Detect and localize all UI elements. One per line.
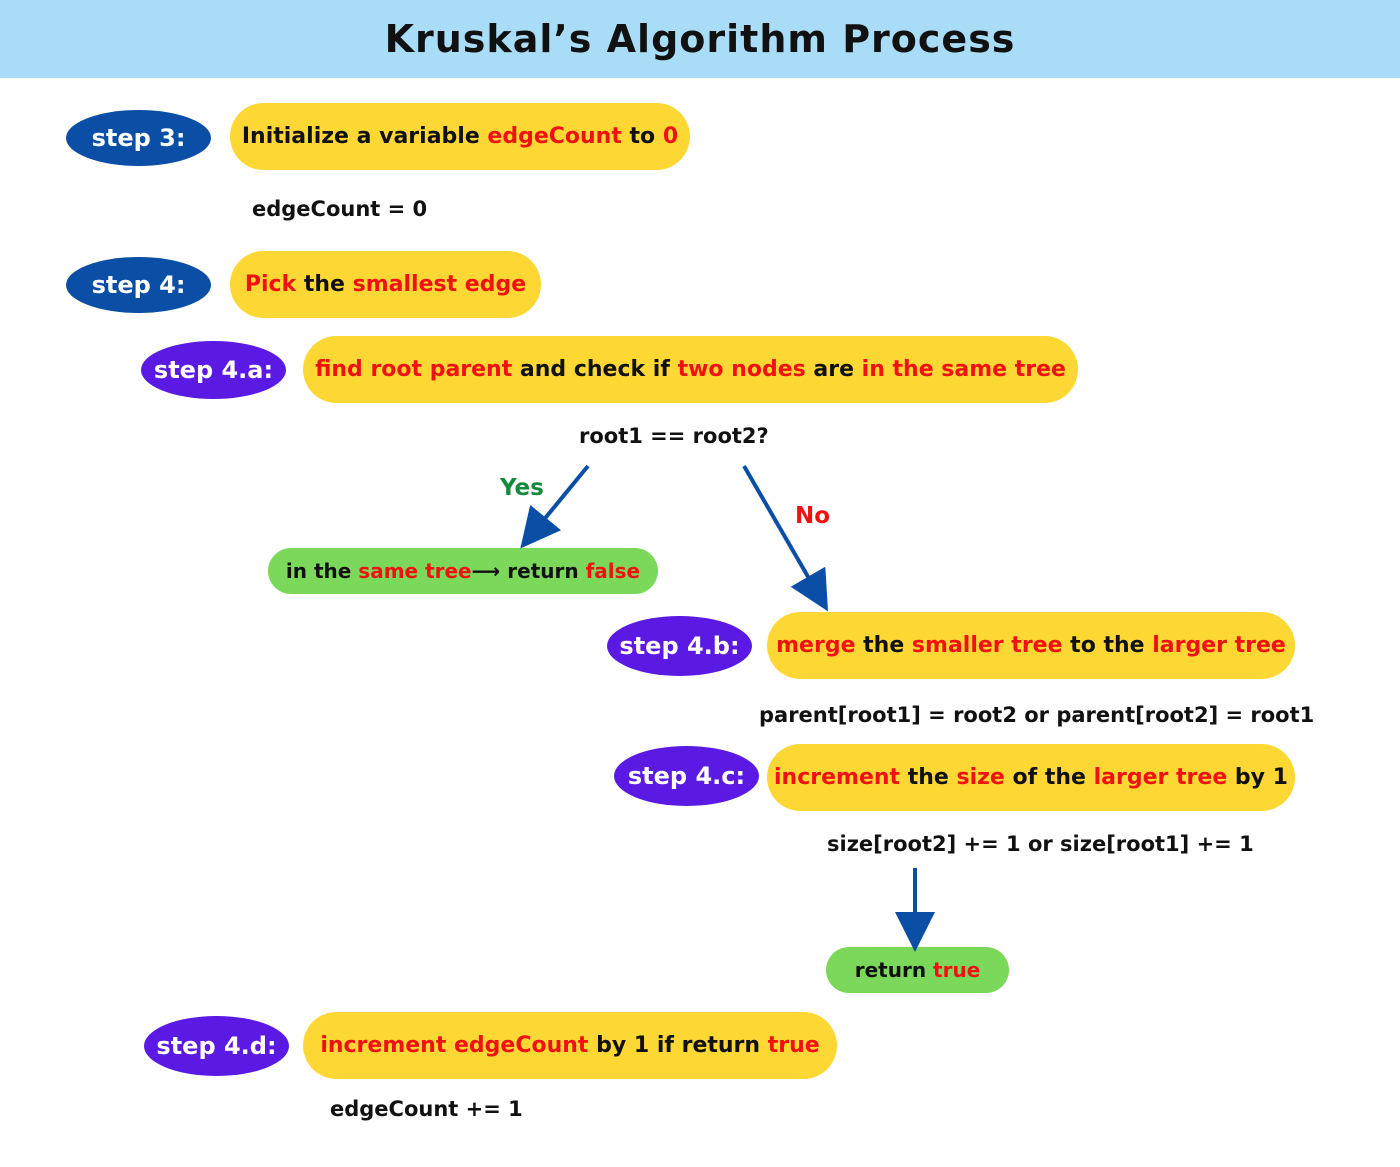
step-4b-code: parent[root1] = root2 or parent[root2] =… — [759, 703, 1315, 727]
step-4c-text: increment the size of the larger tree by… — [774, 765, 1288, 790]
step-4a-description: find root parent and check if two nodes … — [303, 336, 1078, 403]
step-4a-badge-label: step 4.a: — [153, 356, 274, 384]
text-segment: in the same tree — [861, 357, 1066, 382]
step-4d-badge-label: step 4.d: — [156, 1032, 277, 1060]
step-4a-text: find root parent and check if two nodes … — [315, 357, 1066, 382]
step-4-badge-label: step 4: — [91, 271, 186, 299]
step-3-code: edgeCount = 0 — [252, 197, 428, 221]
step-4-text: Pick the smallest edge — [245, 272, 526, 297]
text-segment: merge — [776, 633, 856, 658]
text-segment: increment — [774, 765, 901, 790]
step-3-badge-label: step 3: — [91, 124, 186, 152]
step-4b-badge-label: step 4.b: — [619, 632, 740, 660]
step-4b-badge: step 4.b: — [607, 616, 752, 676]
page-title: Kruskal’s Algorithm Process — [384, 17, 1016, 61]
step-4d-text: increment edgeCount by 1 if return true — [320, 1033, 819, 1058]
text-segment: edgeCount — [487, 124, 622, 149]
step-4a-condition: root1 == root2? — [579, 424, 769, 448]
step-4d-description: increment edgeCount by 1 if return true — [303, 1012, 837, 1079]
step-3-description: Initialize a variable edgeCount to 0 — [230, 103, 690, 170]
step-3-text: Initialize a variable edgeCount to 0 — [242, 124, 678, 149]
text-segment: Initialize a variable — [241, 124, 488, 149]
return-true-text: return true — [855, 958, 981, 982]
text-segment: to the — [1062, 633, 1153, 658]
text-segment: size — [956, 765, 1005, 790]
text-segment: smaller tree — [911, 633, 1063, 658]
text-segment: two nodes — [677, 357, 806, 382]
text-segment: false — [585, 559, 641, 583]
text-segment: increment edgeCount — [320, 1033, 589, 1058]
text-segment: true — [767, 1033, 820, 1058]
text-segment: in the — [285, 559, 359, 583]
step-4-badge: step 4: — [66, 257, 211, 313]
text-segment: are — [805, 357, 862, 382]
text-segment: and check if — [512, 357, 678, 382]
text-segment: 0 — [662, 124, 679, 149]
step-4c-description: increment the size of the larger tree by… — [767, 744, 1295, 811]
text-segment: the — [855, 633, 912, 658]
text-segment: the — [296, 272, 353, 297]
return-true-result: return true — [826, 947, 1009, 993]
step-4d-code: edgeCount += 1 — [330, 1097, 523, 1121]
step-4c-badge-label: step 4.c: — [627, 762, 746, 790]
step-4-description: Pick the smallest edge — [230, 251, 541, 318]
text-segment: true — [933, 958, 981, 982]
same-tree-result: in the same tree⟶ return false — [268, 548, 658, 594]
text-segment: Pick — [244, 272, 297, 297]
same-tree-result-text: in the same tree⟶ return false — [286, 559, 640, 583]
text-segment: return — [854, 958, 934, 982]
step-4b-text: merge the smaller tree to the larger tre… — [776, 633, 1286, 658]
step-4b-description: merge the smaller tree to the larger tre… — [767, 612, 1295, 679]
step-4c-code: size[root2] += 1 or size[root1] += 1 — [827, 832, 1254, 856]
text-segment: larger tree — [1152, 633, 1286, 658]
text-segment: the — [900, 765, 957, 790]
step-3-badge: step 3: — [66, 110, 211, 166]
step-4c-badge: step 4.c: — [614, 746, 759, 806]
text-segment: smallest edge — [352, 272, 527, 297]
text-segment: to — [621, 124, 663, 149]
yes-label: Yes — [500, 475, 544, 501]
text-segment: ⟶ return — [471, 559, 586, 583]
no-label: No — [795, 503, 831, 529]
text-segment: of the — [1004, 765, 1094, 790]
text-segment: by 1 if return — [588, 1033, 768, 1058]
step-4a-badge: step 4.a: — [141, 341, 286, 399]
no-arrow — [742, 464, 829, 612]
text-segment: by 1 — [1227, 765, 1288, 790]
title-banner: Kruskal’s Algorithm Process — [0, 0, 1400, 78]
text-segment: larger tree — [1093, 765, 1228, 790]
step-4d-badge: step 4.d: — [144, 1016, 289, 1076]
text-segment: same tree — [358, 559, 472, 583]
text-segment: find root parent — [315, 357, 513, 382]
